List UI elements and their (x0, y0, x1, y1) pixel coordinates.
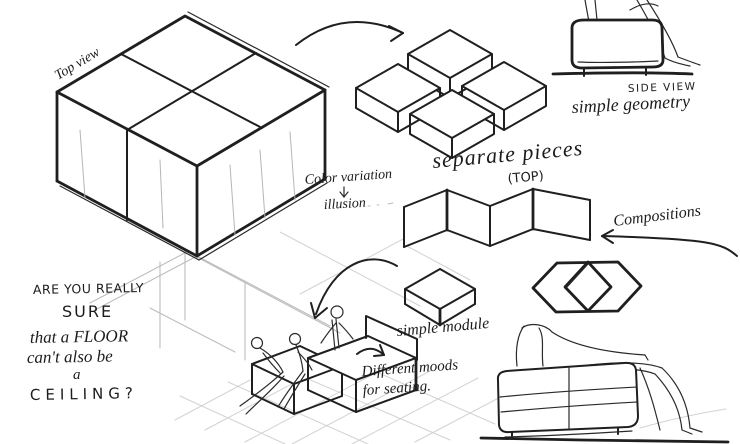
ottoman-sketch (551, 0, 701, 77)
label-different-moods-2: for seating. (362, 378, 431, 399)
ground-line (551, 71, 694, 76)
label-different-moods-1: Different moods (360, 357, 459, 380)
main-block-sketch (55, 11, 330, 261)
seating-scene-sketch (239, 305, 418, 415)
label-side-view: SIDE VIEW (628, 81, 697, 95)
hexagon-composition-sketch (531, 260, 643, 314)
lounge-sofa-sketch (479, 323, 730, 444)
sitting-figure (277, 332, 313, 410)
label-illusion: illusion (323, 196, 366, 213)
label-compositions: Compositions (612, 202, 701, 230)
illusion-dots (367, 202, 394, 207)
arrow-block-to-pieces (295, 21, 404, 46)
label-simple-module: simple module (396, 315, 490, 340)
standing-figure (320, 305, 354, 351)
simple-module-sketch (404, 268, 476, 327)
label-separate-pieces-view: (TOP) (507, 169, 544, 187)
color-variation-arrow (339, 186, 349, 198)
label-separate-pieces: separate pieces (431, 135, 584, 173)
label-simple-geometry: simple geometry (571, 91, 690, 117)
zigzag-composition-sketch (403, 187, 591, 248)
label-color-variation: Color variation (304, 167, 392, 188)
separate-pieces-sketch (355, 29, 547, 159)
question-line-1: ARE YOU REALLY (33, 280, 144, 297)
question-line-3: that a FLOOR (30, 326, 129, 347)
lounging-figure (239, 336, 285, 415)
arrow-to-seating-scene (310, 258, 398, 319)
question-line-2: SURE (62, 302, 113, 321)
question-line-4: can't also be (27, 346, 114, 367)
question-line-5: a (73, 367, 81, 383)
compositions-arrow (601, 229, 738, 257)
moods-arrow (356, 344, 385, 357)
question-line-6: CEILING? (30, 384, 138, 404)
